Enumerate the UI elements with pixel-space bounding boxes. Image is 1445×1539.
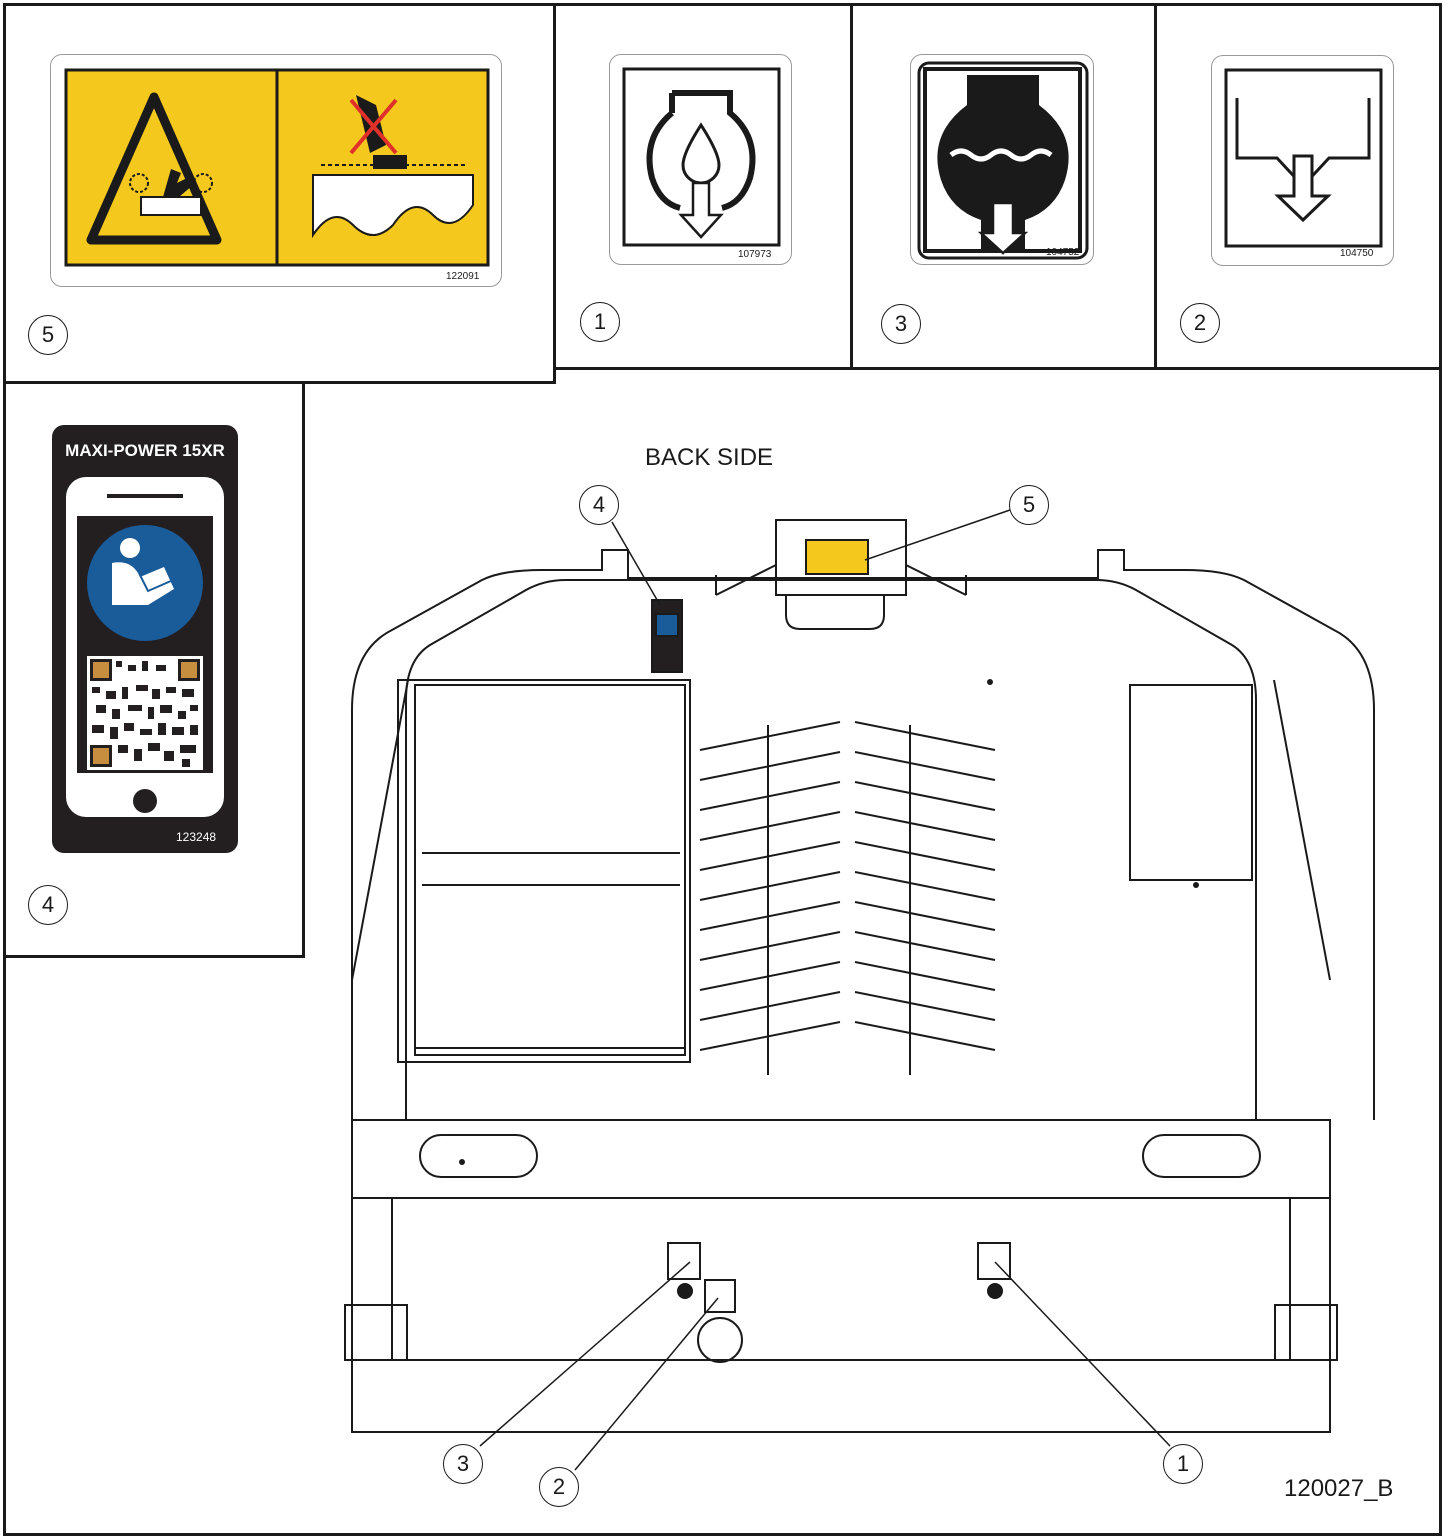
callout-3-legend: 3 <box>881 304 921 344</box>
coolant-drain-icon <box>917 61 1089 260</box>
callout-4-legend: 4 <box>28 885 68 925</box>
coolant-drain-decal: 104752 <box>910 54 1094 265</box>
part-number-122091: 122091 <box>446 271 480 282</box>
diagram-title: BACK SIDE <box>645 444 774 471</box>
callout-5-legend: 5 <box>28 315 68 355</box>
read-manual-qr-icon <box>66 477 224 817</box>
callout-2-legend: 2 <box>1180 303 1220 343</box>
callout-3-machine: 3 <box>443 1444 483 1484</box>
part-number-107973: 107973 <box>738 249 772 260</box>
part-number-123248: 123248 <box>176 830 217 844</box>
decal-brand-text: MAXI-POWER 15XR <box>65 441 225 460</box>
oil-drain-decal: 107973 <box>609 54 792 265</box>
callout-4-machine: 4 <box>579 485 619 525</box>
read-manual-decal: MAXI-POWER 15XR 123248 <box>52 425 238 853</box>
callout-1-legend: 1 <box>580 302 620 342</box>
crush-hazard-warning-icon <box>64 68 490 267</box>
fuel-drain-icon <box>1224 68 1383 248</box>
fuel-drain-decal: 104750 <box>1211 55 1394 266</box>
drawing-number: 120027_B <box>1284 1475 1394 1502</box>
callout-5-machine: 5 <box>1009 485 1049 525</box>
part-number-104752: 104752 <box>1046 247 1080 258</box>
callout-2-machine: 2 <box>539 1467 579 1507</box>
crush-hazard-decal: 122091 <box>50 54 502 287</box>
outer-border <box>3 3 1442 1536</box>
part-number-104750: 104750 <box>1340 248 1374 259</box>
callout-1-machine: 1 <box>1163 1444 1203 1484</box>
oil-drain-icon <box>622 67 781 247</box>
